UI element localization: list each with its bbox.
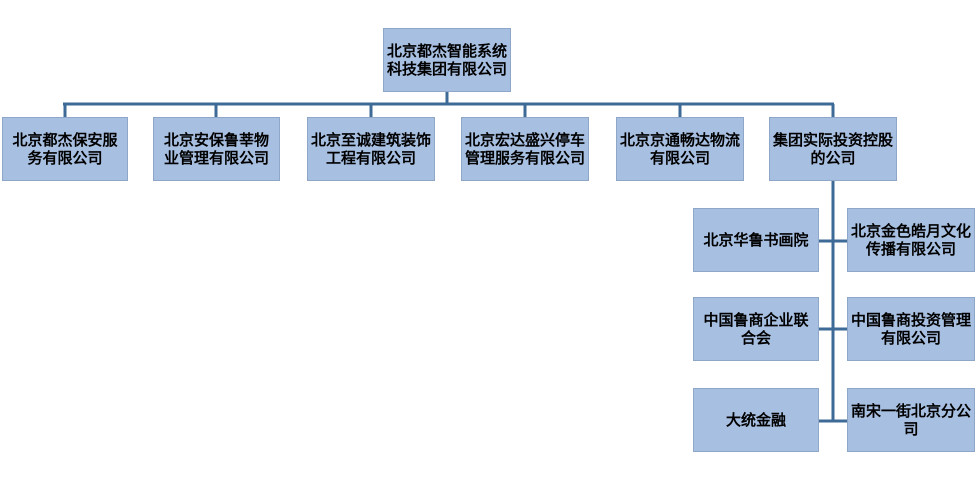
- node-sub-3: 中国鲁商企业联合会: [693, 297, 819, 361]
- node-child-5: 北京京通畅达物流有限公司: [616, 117, 744, 181]
- node-sub-3-label: 中国鲁商企业联合会: [703, 311, 809, 347]
- node-sub-2-label: 北京金色皓月文化传播有限公司: [851, 222, 972, 258]
- node-child-6-label: 集团实际投资控股的公司: [773, 131, 894, 167]
- node-child-1: 北京都杰保安服务有限公司: [2, 117, 128, 181]
- node-root: 北京都杰智能系统科技集团有限公司: [383, 28, 511, 92]
- node-child-3: 北京至诚建筑装饰工程有限公司: [307, 117, 435, 181]
- node-sub-6: 南宋一街北京分公司: [847, 388, 975, 452]
- node-sub-4-label: 中国鲁商投资管理有限公司: [851, 311, 972, 347]
- node-child-4: 北京宏达盛兴停车管理服务有限公司: [461, 117, 589, 181]
- node-sub-2: 北京金色皓月文化传播有限公司: [847, 208, 975, 272]
- node-sub-5-label: 大统金融: [725, 411, 786, 429]
- node-sub-6-label: 南宋一街北京分公司: [851, 402, 972, 438]
- node-sub-1-label: 北京华鲁书画院: [703, 231, 809, 249]
- node-root-label: 北京都杰智能系统科技集团有限公司: [387, 42, 508, 78]
- node-child-1-label: 北京都杰保安服务有限公司: [12, 131, 118, 167]
- node-child-2: 北京安保鲁莘物业管理有限公司: [153, 117, 280, 181]
- node-sub-5: 大统金融: [693, 388, 819, 452]
- node-child-2-label: 北京安保鲁莘物业管理有限公司: [163, 131, 269, 167]
- node-child-4-label: 北京宏达盛兴停车管理服务有限公司: [465, 131, 586, 167]
- node-child-5-label: 北京京通畅达物流有限公司: [620, 131, 741, 167]
- node-child-3-label: 北京至诚建筑装饰工程有限公司: [311, 131, 432, 167]
- node-sub-4: 中国鲁商投资管理有限公司: [847, 297, 975, 361]
- node-sub-1: 北京华鲁书画院: [693, 208, 819, 272]
- node-child-6: 集团实际投资控股的公司: [769, 117, 897, 181]
